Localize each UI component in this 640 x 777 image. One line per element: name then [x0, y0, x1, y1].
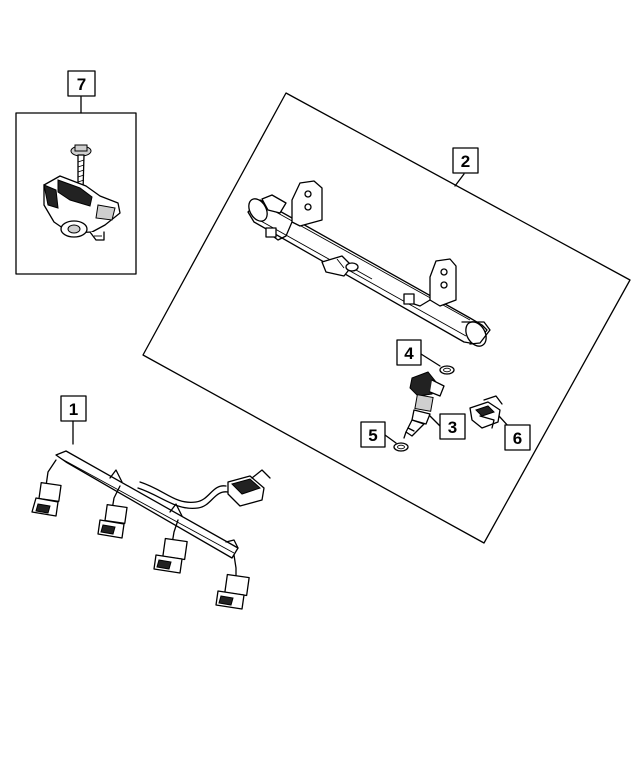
callout-box-7	[67, 70, 96, 97]
fuel-rail-group: 2	[142, 92, 631, 544]
callout-label-7: 7	[77, 75, 86, 94]
sensor-group: 7	[15, 70, 137, 275]
coil-connector-icon	[215, 554, 250, 610]
callout-box-2	[452, 147, 479, 174]
wiring-harness-icon	[31, 450, 271, 610]
callout-box-1	[60, 395, 87, 422]
fuel-rail-icon	[247, 180, 491, 347]
fuel-rail-frame	[142, 92, 631, 544]
callout-box-3	[439, 413, 466, 440]
callout-leader-4	[420, 353, 441, 367]
callout-box-6	[504, 424, 531, 451]
coil-connector-icon	[97, 485, 128, 539]
callout-label-2: 2	[461, 152, 470, 171]
callout-label-4: 4	[404, 344, 414, 363]
callout-leader-3	[429, 415, 441, 427]
callout-leader-2	[454, 173, 465, 187]
callout-leader-5	[384, 434, 397, 444]
coil-connector-icon	[31, 459, 62, 517]
callout-box-4	[396, 339, 422, 366]
fuel-injector-icon	[403, 371, 445, 439]
callout-box-5	[360, 421, 386, 448]
sensor-icon	[43, 175, 121, 241]
upper-seal-icon	[439, 365, 455, 375]
callout-label-1: 1	[69, 400, 78, 419]
callout-label-6: 6	[513, 429, 522, 448]
lower-seal-icon	[393, 442, 409, 452]
callout-label-3: 3	[448, 418, 457, 437]
sensor-inset-frame	[15, 112, 137, 275]
retaining-clip-icon	[469, 395, 503, 429]
callout-label-5: 5	[368, 426, 377, 445]
coil-connector-icon	[153, 519, 188, 574]
harness-group: 1	[31, 395, 271, 610]
